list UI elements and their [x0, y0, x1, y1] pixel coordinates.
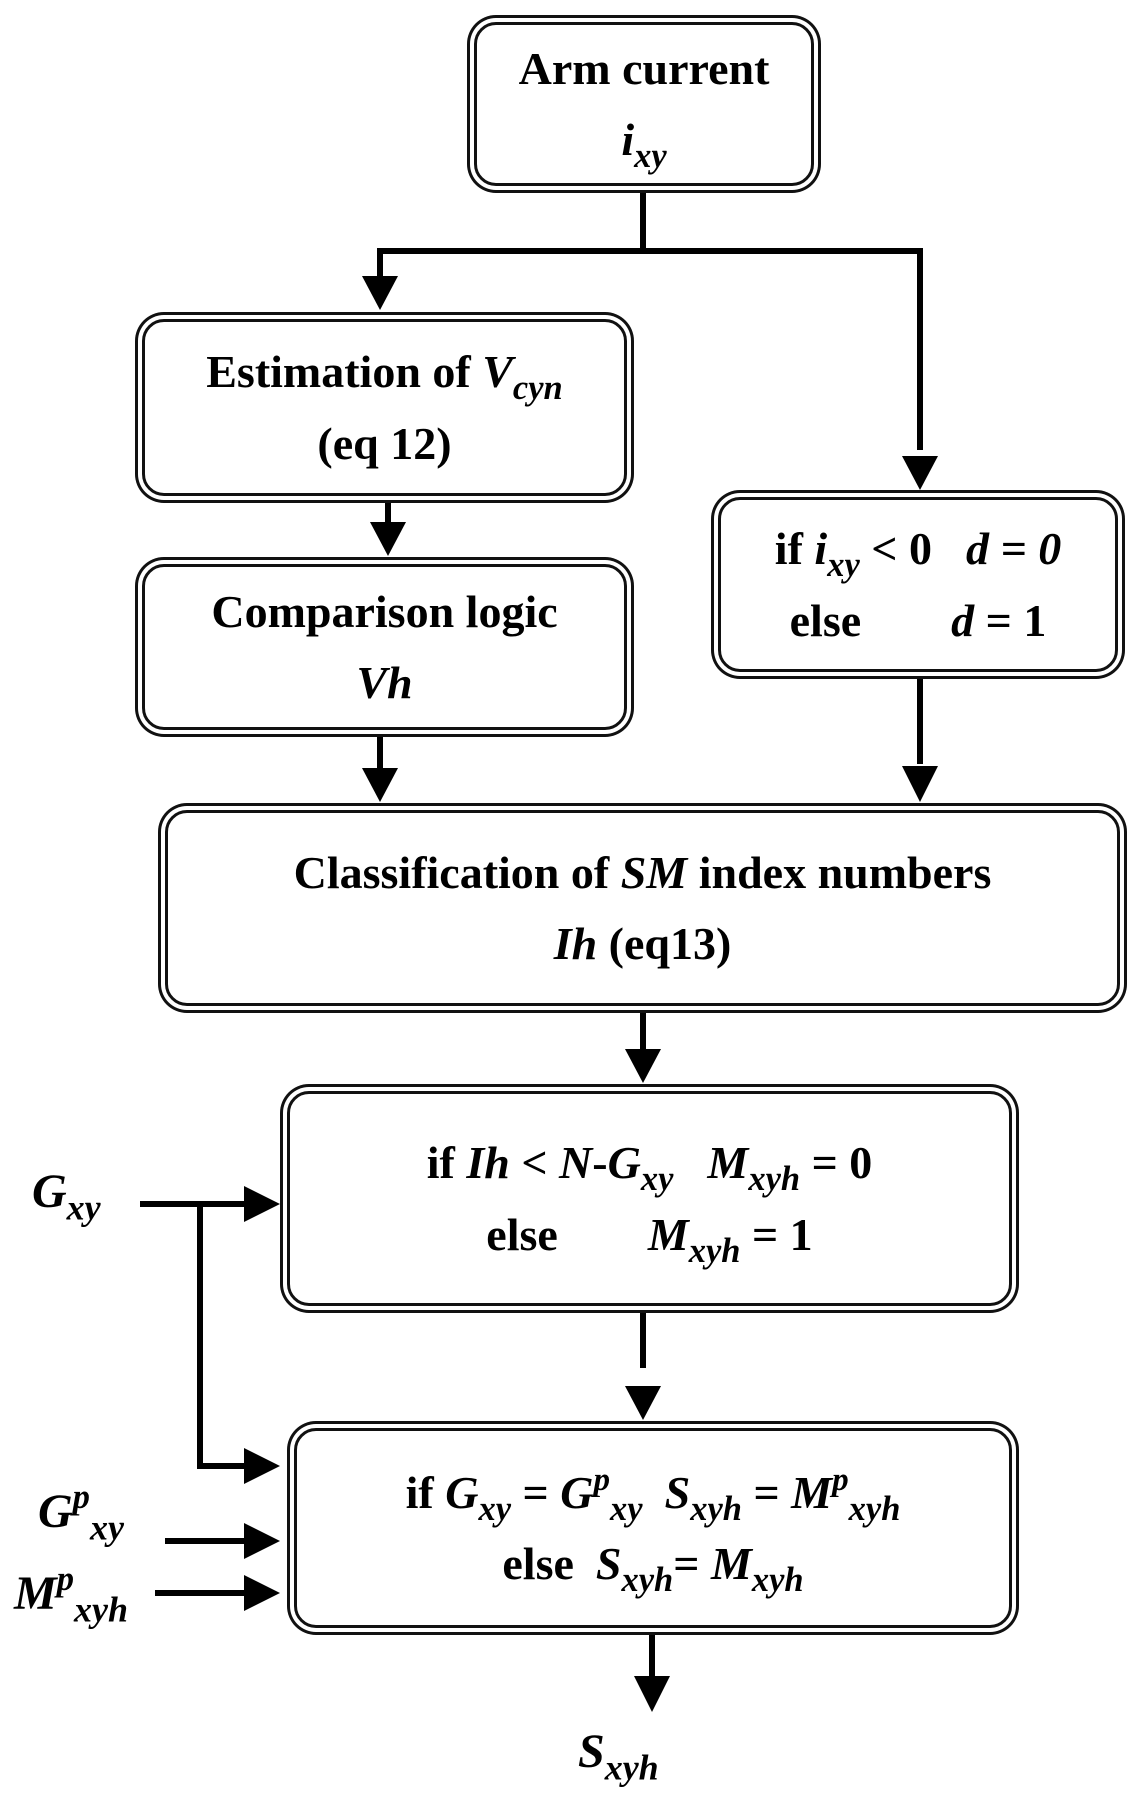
arrowhead — [625, 1049, 661, 1083]
output-label: Sxyh — [578, 1725, 659, 1788]
comparison-var: Vh — [356, 657, 413, 708]
arm-current-title: Arm current — [518, 42, 770, 94]
comparison-title: Comparison logic — [211, 585, 558, 637]
arrowhead — [362, 768, 398, 802]
arrowhead — [244, 1575, 280, 1611]
estimation-ref: (eq 12) — [317, 417, 452, 469]
arrowhead — [902, 766, 938, 802]
input-mp-label: Mpxyh — [14, 1560, 128, 1630]
arm-current-var: ixy — [621, 114, 667, 176]
arrowheads — [244, 276, 938, 1712]
arrowhead — [634, 1676, 670, 1712]
input-gp-label: Gpxy — [38, 1478, 124, 1548]
arrowhead — [902, 456, 938, 490]
classification-ref: Ih (eq13) — [553, 918, 732, 969]
arrowhead — [625, 1386, 661, 1420]
arm-current-box: Arm current ixy — [474, 22, 814, 186]
classification-title: Classification of SM index numbers — [293, 846, 992, 898]
comparison-box: Comparison logic Vh — [142, 564, 627, 730]
arrowhead — [244, 1448, 280, 1484]
arrowhead — [244, 1186, 280, 1222]
classification-box: Classification of SM index numbers Ih (e… — [165, 810, 1120, 1006]
estimation-box: Estimation of Vcyn (eq 12) — [142, 319, 627, 496]
arrowhead — [362, 276, 398, 310]
input-g-label: Gxy — [32, 1165, 101, 1228]
estimation-title: Estimation of Vcyn — [206, 346, 563, 408]
arrowhead — [244, 1523, 280, 1559]
arrowhead — [370, 522, 406, 556]
wire-g-branch — [197, 1204, 255, 1469]
